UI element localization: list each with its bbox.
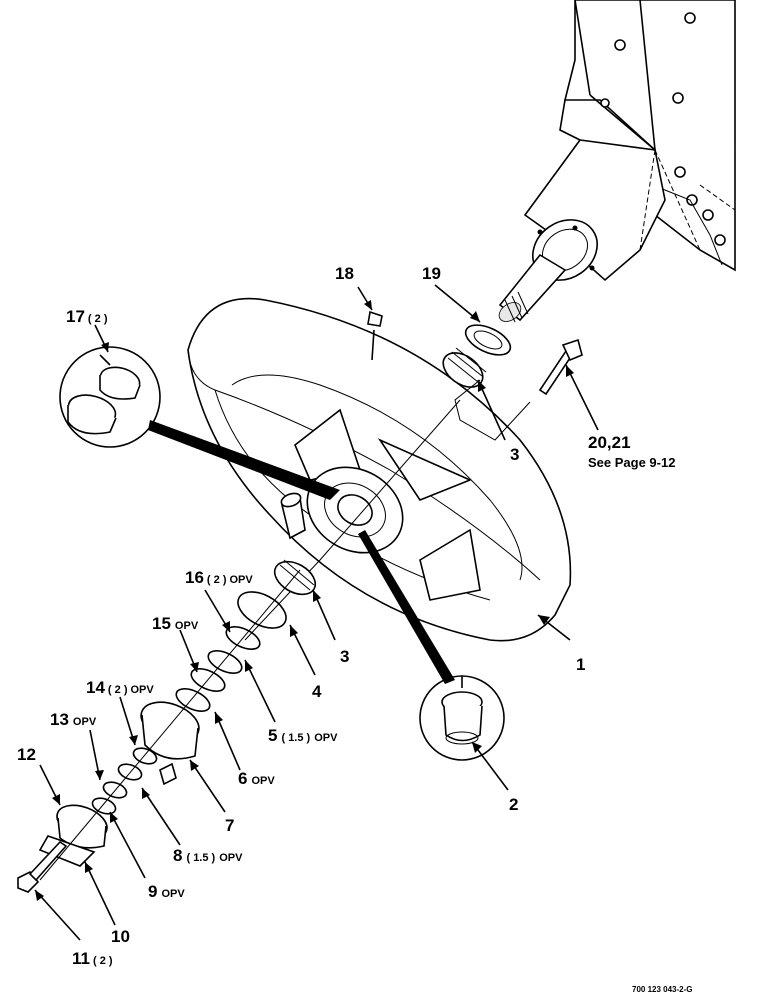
upper-bearing-parts [367, 310, 583, 441]
callout-1: 1 [576, 655, 585, 674]
detail-circle-17 [59, 346, 340, 500]
callout-5: 5( 1.5 )OPV [268, 726, 338, 745]
callout-20-21: 20,21 [588, 433, 631, 452]
callout-18: 18 [335, 264, 354, 283]
callout-7: 7 [225, 816, 234, 835]
callout-3-upper: 3 [510, 445, 519, 464]
reference-note: See Page 9-12 [588, 455, 675, 470]
drawing-code: 700 123 043-2-G [632, 985, 693, 994]
callout-11: 11( 2 ) [72, 949, 113, 968]
callout-17: 17( 2 ) [66, 307, 108, 326]
detail-circle-2 [358, 530, 505, 761]
callout-3-lower: 3 [340, 647, 349, 666]
callout-14: 14( 2 )OPV [86, 678, 154, 697]
gearbox-housing [498, 0, 736, 323]
callout-12: 12 [17, 745, 36, 764]
callout-16: 16( 2 )OPV [185, 568, 253, 587]
callout-2: 2 [509, 795, 518, 814]
leader-lines [34, 284, 599, 941]
callout-10: 10 [111, 927, 130, 946]
callout-4: 4 [312, 682, 322, 701]
wheel-assembly [187, 297, 572, 642]
callout-19: 19 [422, 264, 441, 283]
hub-stack-parts [17, 559, 317, 893]
callout-8: 8( 1.5 )OPV [173, 846, 243, 865]
